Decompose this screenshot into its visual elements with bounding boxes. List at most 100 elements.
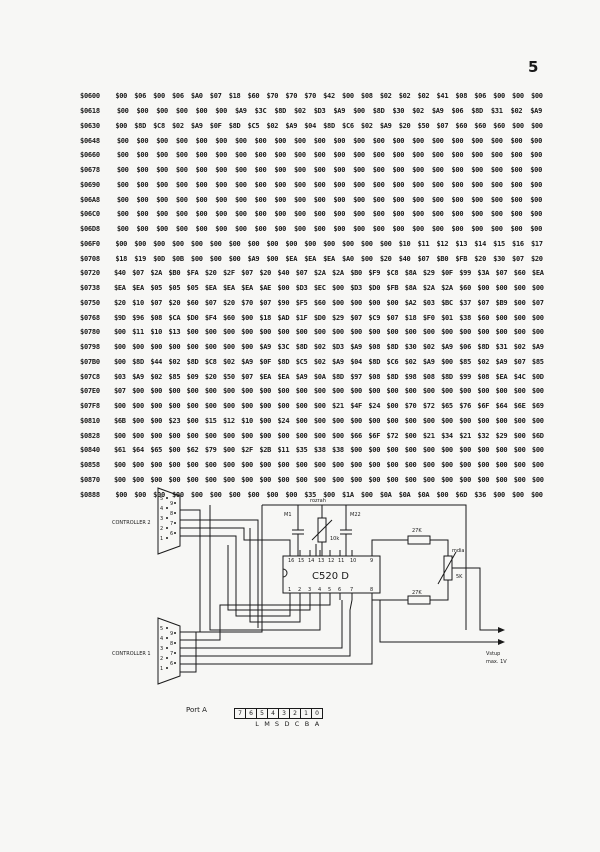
- hex-byte: $00: [513, 328, 526, 337]
- hex-byte: $07: [436, 121, 449, 130]
- hex-byte: $60: [247, 92, 260, 101]
- hex-byte: $69: [531, 402, 544, 411]
- hex-byte: $00: [259, 416, 272, 425]
- hex-byte: $A9: [190, 121, 203, 130]
- hex-byte: $00: [404, 328, 417, 337]
- hex-byte: $00: [441, 475, 453, 484]
- hex-byte: $00: [274, 195, 287, 204]
- hex-byte: $00: [412, 195, 424, 204]
- hex-byte: $00: [215, 136, 227, 145]
- hex-byte: $00: [295, 461, 308, 470]
- hex-byte: $00: [459, 475, 471, 484]
- hex-byte: $00: [234, 225, 247, 234]
- hex-byte: $00: [353, 136, 365, 145]
- hex-byte: $00: [277, 387, 290, 396]
- hex-byte: $00: [241, 387, 253, 396]
- hex-byte: $00: [323, 239, 335, 248]
- hex-byte: $00: [495, 313, 508, 322]
- hex-byte: $00: [350, 461, 362, 470]
- pot-label: mdia: [452, 548, 465, 554]
- hex-address: $07C8: [80, 372, 100, 381]
- hex-byte: $00: [512, 92, 524, 101]
- hex-byte: $00: [404, 461, 417, 470]
- hex-byte: $00: [513, 387, 526, 396]
- hex-byte: $00: [451, 180, 464, 189]
- port-a-label: Port A: [186, 706, 207, 714]
- hex-byte: $20: [474, 254, 487, 263]
- hex-byte: $00: [254, 195, 267, 204]
- hex-byte: $00: [241, 328, 253, 337]
- hex-byte: $05: [168, 284, 181, 293]
- hex-byte: $06: [134, 92, 146, 101]
- hex-byte: $20: [379, 254, 392, 263]
- hex-byte: $00: [512, 121, 524, 130]
- hex-byte: $00: [530, 121, 543, 130]
- hex-byte: $00: [372, 151, 385, 160]
- hex-byte: $00: [156, 210, 168, 219]
- hex-byte: $98: [404, 372, 417, 381]
- hex-byte: $00: [471, 136, 483, 145]
- hex-byte: $11: [417, 239, 430, 248]
- hex-byte: $00: [168, 343, 181, 352]
- hex-row: $06D8$00$00$00$00$00$00$00$00$00$00$00$0…: [80, 222, 550, 237]
- cap-m22-label: M22: [350, 512, 361, 518]
- hex-byte: $00: [209, 490, 222, 499]
- hex-byte: $35: [295, 446, 308, 455]
- hex-byte: $8D: [372, 107, 385, 116]
- hex-byte: $02: [313, 357, 326, 366]
- hex-byte: $00: [294, 210, 306, 219]
- hex-byte: $70: [404, 402, 417, 411]
- hex-byte: $60: [186, 298, 199, 307]
- hex-byte: $00: [441, 387, 453, 396]
- hex-byte: $EA: [113, 284, 126, 293]
- hex-byte: $00: [132, 387, 144, 396]
- connector-2-pin: 2: [160, 526, 163, 532]
- hex-byte: $0F: [259, 357, 272, 366]
- hex-byte: $61: [113, 446, 126, 455]
- hex-byte: $07: [241, 269, 253, 278]
- hex-byte: $12: [223, 416, 235, 425]
- hex-byte: $00: [285, 239, 298, 248]
- hex-byte: $00: [350, 328, 362, 337]
- hex-byte: $00: [156, 225, 168, 234]
- hex-byte: $79: [204, 446, 217, 455]
- hex-byte: $60: [223, 313, 235, 322]
- hex-byte: $F9: [368, 269, 381, 278]
- port-bit: 2: [290, 709, 301, 718]
- hex-byte: $9D: [113, 313, 126, 322]
- hex-byte: $00: [530, 210, 542, 219]
- hex-byte: $00: [431, 225, 444, 234]
- hex-byte: $00: [113, 328, 126, 337]
- hex-byte: $17: [530, 239, 543, 248]
- hex-byte: $00: [510, 180, 523, 189]
- hex-byte: $8D: [441, 372, 453, 381]
- hex-byte: $00: [531, 475, 544, 484]
- hex-byte: $00: [259, 461, 272, 470]
- hex-byte: $00: [254, 210, 267, 219]
- hex-byte: $04: [304, 121, 316, 130]
- hex-byte: $00: [186, 475, 199, 484]
- hex-byte: $00: [195, 210, 208, 219]
- hex-byte: $00: [204, 328, 217, 337]
- hex-byte: $00: [513, 475, 526, 484]
- hex-byte: $00: [493, 490, 505, 499]
- hex-byte: $00: [313, 475, 326, 484]
- hex-byte: $00: [332, 387, 344, 396]
- hex-byte: $00: [168, 402, 181, 411]
- hex-byte: $08: [368, 372, 381, 381]
- hex-byte: $EA: [241, 284, 253, 293]
- hex-byte: $00: [512, 490, 524, 499]
- hex-byte: $00: [451, 195, 464, 204]
- hex-byte: $00: [223, 387, 235, 396]
- hex-byte: $00: [392, 151, 405, 160]
- hex-byte: $29: [332, 313, 344, 322]
- hex-byte: $00: [386, 475, 399, 484]
- hex-row: $0600$00$06$00$06$A0$07$18$60$70$70$70$4…: [80, 89, 550, 104]
- hex-byte: $00: [360, 239, 373, 248]
- hex-byte: $00: [247, 490, 260, 499]
- hex-byte: $00: [431, 151, 444, 160]
- hex-byte: $00: [116, 166, 129, 175]
- port-bit: 1: [301, 709, 312, 718]
- hex-byte: $00: [392, 210, 405, 219]
- hex-address: $06C0: [80, 210, 100, 219]
